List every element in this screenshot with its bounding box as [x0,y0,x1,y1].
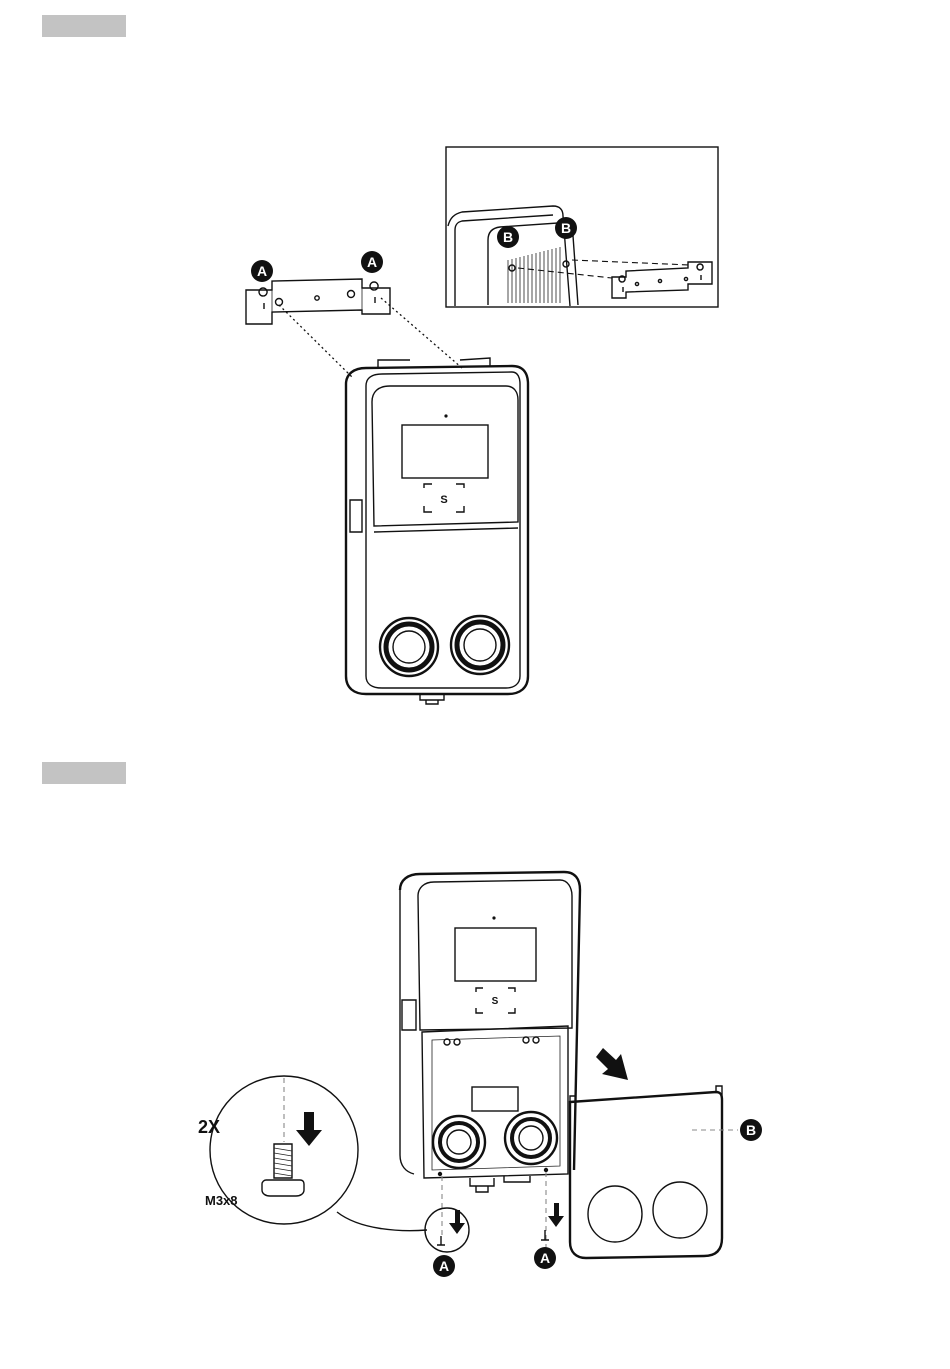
cover-callout: B [740,1119,762,1141]
screw-right [541,1203,564,1240]
front-cover [570,1086,722,1258]
bracket-callout-right: A [361,251,383,273]
screw-point-callout-right: A [534,1247,556,1269]
zoom-connector-line [337,1212,427,1231]
screw-point-callout-left: A [433,1255,455,1277]
svg-text:B: B [746,1122,756,1138]
screw-quantity-label: 2X [198,1117,220,1137]
alignment-line-right [381,298,462,368]
screw-zoom-circle-small [425,1208,469,1252]
rfid-card-icon: S [424,484,464,512]
charger-unit-step1: S [346,358,528,704]
svg-text:A: A [367,254,377,270]
svg-text:S: S [440,494,447,506]
svg-text:B: B [503,229,513,245]
diagonal-arrow-icon [596,1048,628,1080]
svg-text:A: A [257,263,267,279]
screw-size-label: M3x8 [205,1193,238,1208]
socket-module-left [433,1116,485,1168]
svg-text:A: A [540,1250,550,1266]
charging-socket-left [380,618,438,676]
alignment-line-left [279,305,352,377]
svg-text:B: B [561,220,571,236]
mounting-bracket [246,279,390,324]
charging-socket-right [451,616,509,674]
charger-unit-step2: S [400,872,580,1192]
svg-text:S: S [492,996,499,1007]
rfid-card-icon-step2: S [476,988,515,1013]
bracket-callout-left: A [251,260,273,282]
inset-callout-left: B [497,226,519,248]
svg-text:A: A [439,1258,449,1274]
socket-module-right [505,1112,557,1164]
inset-callout-right: B [555,217,577,239]
inset-detail: B B [446,147,718,307]
down-arrow-icon-right [548,1203,564,1227]
